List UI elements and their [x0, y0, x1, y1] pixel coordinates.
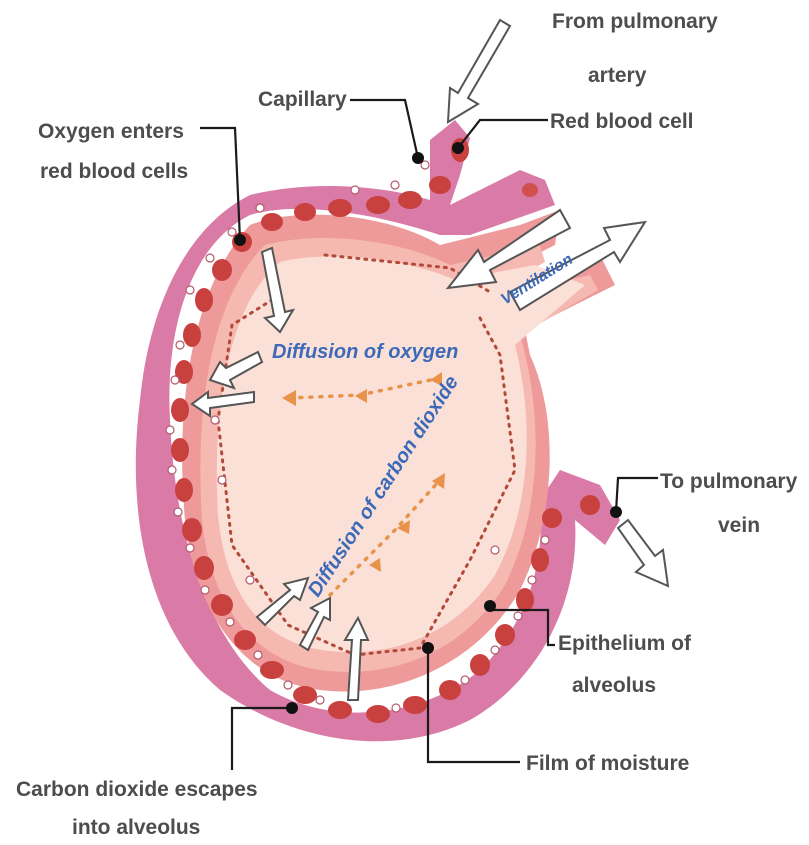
label-epithelium-2: alveolus	[572, 674, 656, 697]
label-from-pulmonary-artery-2: artery	[588, 64, 647, 87]
label-film-of-moisture: Film of moisture	[526, 752, 689, 775]
label-co2-escapes-2: into alveolus	[72, 816, 200, 839]
label-from-pulmonary-artery: From pulmonary	[552, 10, 718, 33]
label-diffusion-of-oxygen: Diffusion of oxygen	[272, 341, 458, 363]
label-co2-escapes: Carbon dioxide escapes	[16, 778, 258, 801]
label-red-blood-cell: Red blood cell	[550, 110, 694, 133]
label-to-pulmonary-vein-2: vein	[718, 514, 760, 537]
label-to-pulmonary-vein: To pulmonary	[660, 470, 798, 493]
blood-in-arrow	[448, 20, 510, 122]
label-oxygen-enters: Oxygen enters	[38, 120, 184, 143]
label-epithelium: Epithelium of	[558, 632, 692, 655]
blood-out-arrow	[618, 520, 668, 586]
label-capillary: Capillary	[258, 88, 347, 111]
label-oxygen-enters-2: red blood cells	[40, 160, 188, 183]
